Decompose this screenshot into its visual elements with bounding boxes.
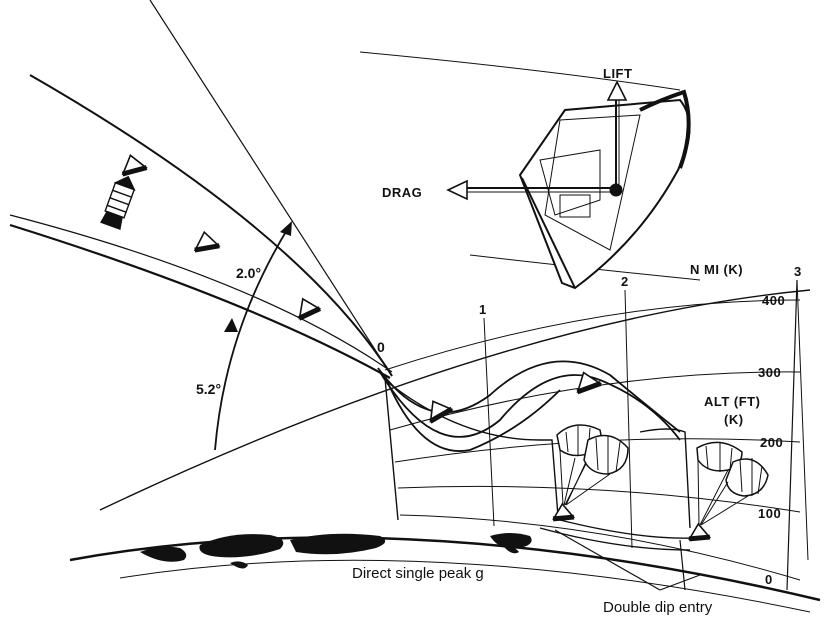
service-module-icon <box>100 175 136 231</box>
alt-unit-label: ALT (FT) <box>704 394 760 409</box>
entry-point-label: 0 <box>377 339 385 355</box>
earth-surface <box>69 533 821 613</box>
capsule-sequence <box>121 154 712 542</box>
angle-upper-label: 2.0° <box>236 265 261 281</box>
trajectory-paths <box>377 360 696 551</box>
command-module-icon <box>576 371 603 395</box>
alt-tick-200: 200 <box>760 435 783 450</box>
range-tick-2: 2 <box>621 274 629 289</box>
lift-vector <box>606 80 628 190</box>
drag-label: DRAG <box>382 185 422 200</box>
command-module-detail <box>518 89 691 290</box>
alt-tick-0: 0 <box>765 572 773 587</box>
angle-lower-label: 5.2° <box>196 381 221 397</box>
earth-landmass-icon <box>140 533 532 569</box>
range-tick-3: 3 <box>794 264 802 279</box>
range-unit-label: N MI (K) <box>690 262 743 277</box>
command-module-icon <box>688 522 712 542</box>
atmosphere-lines <box>9 0 811 511</box>
alt-tick-300: 300 <box>758 365 781 380</box>
command-module-icon <box>552 502 576 522</box>
alt-tick-400: 400 <box>762 293 785 308</box>
parachute-icon <box>565 434 629 506</box>
corridor-arrow-lower <box>224 318 238 332</box>
caption-direct: Direct single peak g <box>352 565 484 582</box>
corridor-arrow-upper <box>280 221 292 236</box>
caption-double-dip: Double dip entry <box>603 599 713 616</box>
range-lines <box>384 279 809 591</box>
parachute-group-left <box>556 424 629 506</box>
arrow-left-icon <box>446 179 468 201</box>
command-module-icon <box>121 154 148 177</box>
command-module-icon <box>298 297 322 321</box>
alt-tick-100: 100 <box>758 506 781 521</box>
drag-vector <box>446 179 616 201</box>
parachute-group-right <box>696 441 769 526</box>
entry-corridor <box>214 221 292 451</box>
parachute-icon <box>700 458 769 526</box>
lift-label: LIFT <box>603 66 632 81</box>
double-dip-box <box>554 529 701 591</box>
command-module-icon <box>428 400 454 424</box>
command-module-icon <box>193 230 221 253</box>
arrow-up-icon <box>606 80 628 101</box>
range-tick-1: 1 <box>479 302 487 317</box>
alt-unit-label-2: (K) <box>724 412 744 427</box>
